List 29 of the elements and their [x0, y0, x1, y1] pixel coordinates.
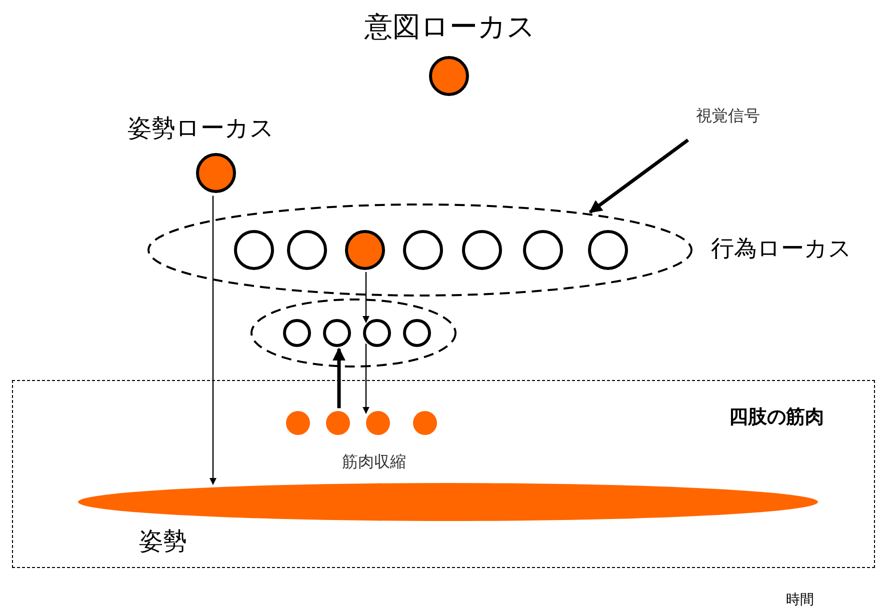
locus-label: 行為ローカス	[711, 236, 852, 264]
locus-label: 姿勢ローカス	[126, 114, 276, 143]
locus-label: 意図ローカス	[364, 10, 536, 44]
circle-node	[286, 411, 310, 435]
group-label: 四肢の筋肉	[729, 406, 824, 429]
circle-node	[413, 411, 437, 435]
axis-label: 時間	[786, 592, 814, 608]
dashed-frame	[12, 380, 875, 568]
circle-node	[588, 230, 628, 270]
arrow	[362, 344, 370, 414]
circle-node	[326, 411, 350, 435]
circle-node	[403, 319, 431, 347]
circle-node	[523, 230, 563, 270]
arrow	[210, 196, 216, 485]
arrow	[362, 272, 370, 324]
posture-label: 姿勢	[139, 527, 187, 556]
circle-node	[403, 230, 443, 270]
circle-node	[287, 230, 327, 270]
arrow	[332, 348, 346, 408]
circle-node	[234, 230, 274, 270]
circle-node	[462, 230, 502, 270]
circle-node	[323, 319, 351, 347]
caption-label: 筋肉収縮	[342, 452, 406, 472]
circle-node	[283, 319, 311, 347]
signal-label: 視覚信号	[696, 106, 760, 126]
circle-node	[366, 411, 390, 435]
arrow	[588, 138, 690, 214]
circle-node	[363, 319, 391, 347]
circle-node	[345, 230, 385, 270]
